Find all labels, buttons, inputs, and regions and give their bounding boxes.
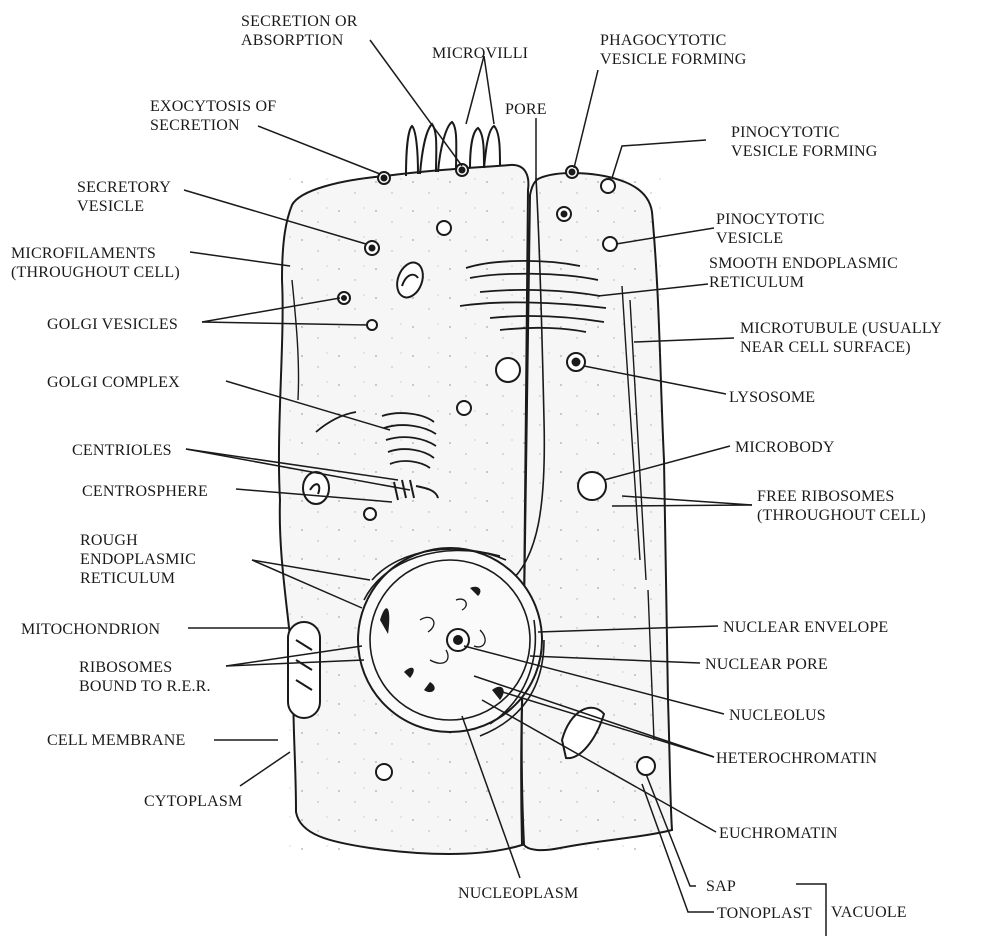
label-pinocytotic-vesicle-forming: PINOCYTOTIC VESICLE FORMING [731, 123, 878, 161]
label-euchromatin: EUCHROMATIN [719, 824, 838, 843]
label-sap: SAP [706, 877, 736, 896]
label-microtubule: MICROTUBULE (USUALLY NEAR CELL SURFACE) [740, 319, 942, 357]
label-secretory-vesicle: SECRETORY VESICLE [77, 178, 171, 216]
label-ribosomes-bound: RIBOSOMES BOUND TO R.E.R. [79, 658, 211, 696]
label-golgi-vesicles: GOLGI VESICLES [47, 315, 178, 334]
label-pinocytotic-vesicle: PINOCYTOTIC VESICLE [716, 210, 825, 248]
label-microvilli: MICROVILLI [432, 44, 528, 63]
label-vacuole: VACUOLE [831, 903, 907, 922]
label-centrosphere: CENTROSPHERE [82, 482, 208, 501]
label-centrioles: CENTRIOLES [72, 441, 172, 460]
label-nuclear-envelope: NUCLEAR ENVELOPE [723, 618, 888, 637]
label-heterochromatin: HETEROCHROMATIN [716, 749, 877, 768]
label-nucleoplasm: NUCLEOPLASM [458, 884, 578, 903]
label-pore: PORE [505, 100, 547, 119]
label-free-ribosomes: FREE RIBOSOMES (THROUGHOUT CELL) [757, 487, 926, 525]
label-cell-membrane: CELL MEMBRANE [47, 731, 185, 750]
label-mitochondrion: MITOCHONDRION [21, 620, 160, 639]
label-nucleolus: NUCLEOLUS [729, 706, 826, 725]
label-golgi-complex: GOLGI COMPLEX [47, 373, 180, 392]
label-rough-er: ROUGH ENDOPLASMIC RETICULUM [80, 531, 196, 588]
label-microfilaments: MICROFILAMENTS (THROUGHOUT CELL) [11, 244, 180, 282]
label-tonoplast: TONOPLAST [717, 904, 812, 923]
label-microbody: MICROBODY [735, 438, 835, 457]
label-nuclear-pore: NUCLEAR PORE [705, 655, 828, 674]
label-secretion-or-absorption: SECRETION OR ABSORPTION [241, 12, 358, 50]
label-lysosome: LYSOSOME [729, 388, 815, 407]
label-smooth-er: SMOOTH ENDOPLASMIC RETICULUM [709, 254, 898, 292]
label-cytoplasm: CYTOPLASM [144, 792, 242, 811]
label-phagocytotic-vesicle-forming: PHAGOCYTOTIC VESICLE FORMING [600, 31, 747, 69]
label-exocytosis-of-secretion: EXOCYTOSIS OF SECRETION [150, 97, 276, 135]
